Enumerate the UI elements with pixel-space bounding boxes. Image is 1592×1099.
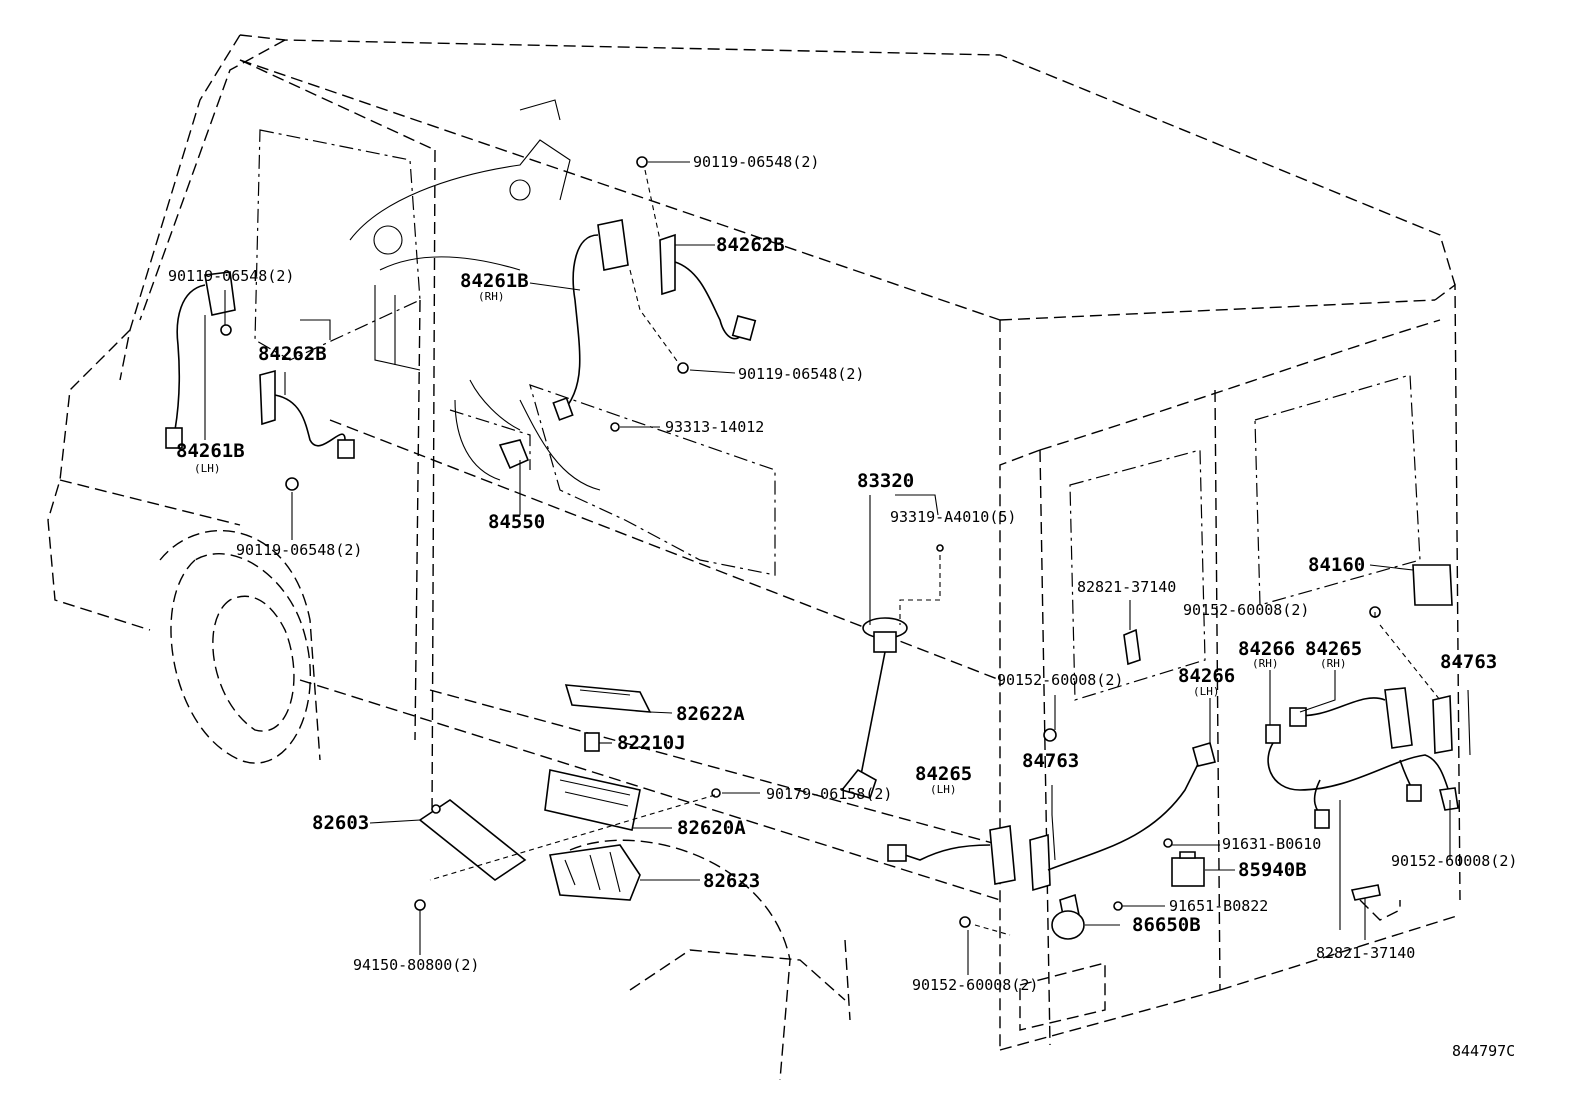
label-84763-mid: 84763 — [1022, 750, 1079, 772]
part-82620A — [544, 769, 641, 831]
part-84265-84266-rh — [1265, 687, 1459, 829]
part-84262B-rh — [659, 233, 757, 341]
part-82210J — [584, 732, 600, 752]
label-93313: 93313-14012 — [665, 418, 764, 436]
part-84261B-lh — [165, 271, 236, 449]
part-82821-37140 — [1123, 628, 1381, 901]
label-90152-a: 90152-60008(2) — [1183, 601, 1309, 619]
label-84265-rh: 84265 — [1305, 638, 1362, 660]
bolts — [220, 156, 1381, 928]
label-82623: 82623 — [703, 870, 760, 892]
label-rh-2: (RH) — [1252, 657, 1279, 670]
part-86650B — [1051, 893, 1085, 940]
label-84266-rh: 84266 — [1238, 638, 1295, 660]
leader-lines — [204, 161, 1451, 975]
part-83320 — [840, 617, 908, 799]
part-labels: 90119-06548(2) 84262B 84261B (RH) 90119-… — [168, 153, 1517, 1060]
part-82622A — [564, 684, 652, 713]
label-84261B-rh: 84261B — [460, 270, 529, 292]
part-84262B-lh — [259, 369, 355, 459]
label-84550: 84550 — [488, 511, 545, 533]
label-82821-bot: 82821-37140 — [1316, 944, 1415, 962]
part-84265-84266-lh — [887, 742, 1216, 892]
part-82623 — [549, 844, 641, 901]
label-90119-top: 90119-06548(2) — [693, 153, 819, 171]
label-82821-top: 82821-37140 — [1077, 578, 1176, 596]
part-82603 — [418, 799, 527, 881]
label-90152-c: 90152-60008(2) — [1391, 852, 1517, 870]
label-84265-lh: 84265 — [915, 763, 972, 785]
label-84160: 84160 — [1308, 554, 1365, 576]
label-82603: 82603 — [312, 812, 369, 834]
part-84763 — [1051, 689, 1471, 861]
label-93319: 93319-A4010(5) — [890, 508, 1016, 526]
label-91651: 91651-B0822 — [1169, 897, 1268, 915]
vehicle-body-outline — [47, 34, 1461, 1081]
label-82210J: 82210J — [617, 732, 686, 754]
label-90119-left: 90119-06548(2) — [168, 267, 294, 285]
label-90119-mid: 90119-06548(2) — [738, 365, 864, 383]
label-85940B: 85940B — [1238, 859, 1307, 881]
label-lh-3: (LH) — [930, 783, 957, 796]
label-lh-1: (LH) — [194, 462, 221, 475]
label-86650B: 86650B — [1132, 914, 1201, 936]
label-90152-d: 90152-60008(2) — [912, 976, 1038, 994]
label-82620A: 82620A — [677, 817, 746, 839]
label-rh-1: (RH) — [478, 290, 505, 303]
label-84763-right: 84763 — [1440, 651, 1497, 673]
label-lh-2: (LH) — [1193, 685, 1220, 698]
label-84262B-lh: 84262B — [258, 343, 327, 365]
part-84160 — [1412, 564, 1453, 606]
part-84550 — [498, 439, 530, 470]
label-84266-lh: 84266 — [1178, 665, 1235, 687]
label-rh-3: (RH) — [1320, 657, 1347, 670]
label-90119-bot: 90119-06548(2) — [236, 541, 362, 559]
label-91631: 91631-B0610 — [1222, 835, 1321, 853]
label-94150: 94150-80800(2) — [353, 956, 479, 974]
part-84261B-rh — [552, 219, 629, 421]
label-83320: 83320 — [857, 470, 914, 492]
label-84261B-lh: 84261B — [176, 440, 245, 462]
label-90179: 90179-06158(2) — [766, 785, 892, 803]
label-82622A: 82622A — [676, 703, 745, 725]
label-84262B-rh: 84262B — [716, 234, 785, 256]
diagram-code: 844797C — [1452, 1042, 1515, 1060]
part-85940B — [1171, 851, 1205, 887]
label-90152-b: 90152-60008(2) — [997, 671, 1123, 689]
